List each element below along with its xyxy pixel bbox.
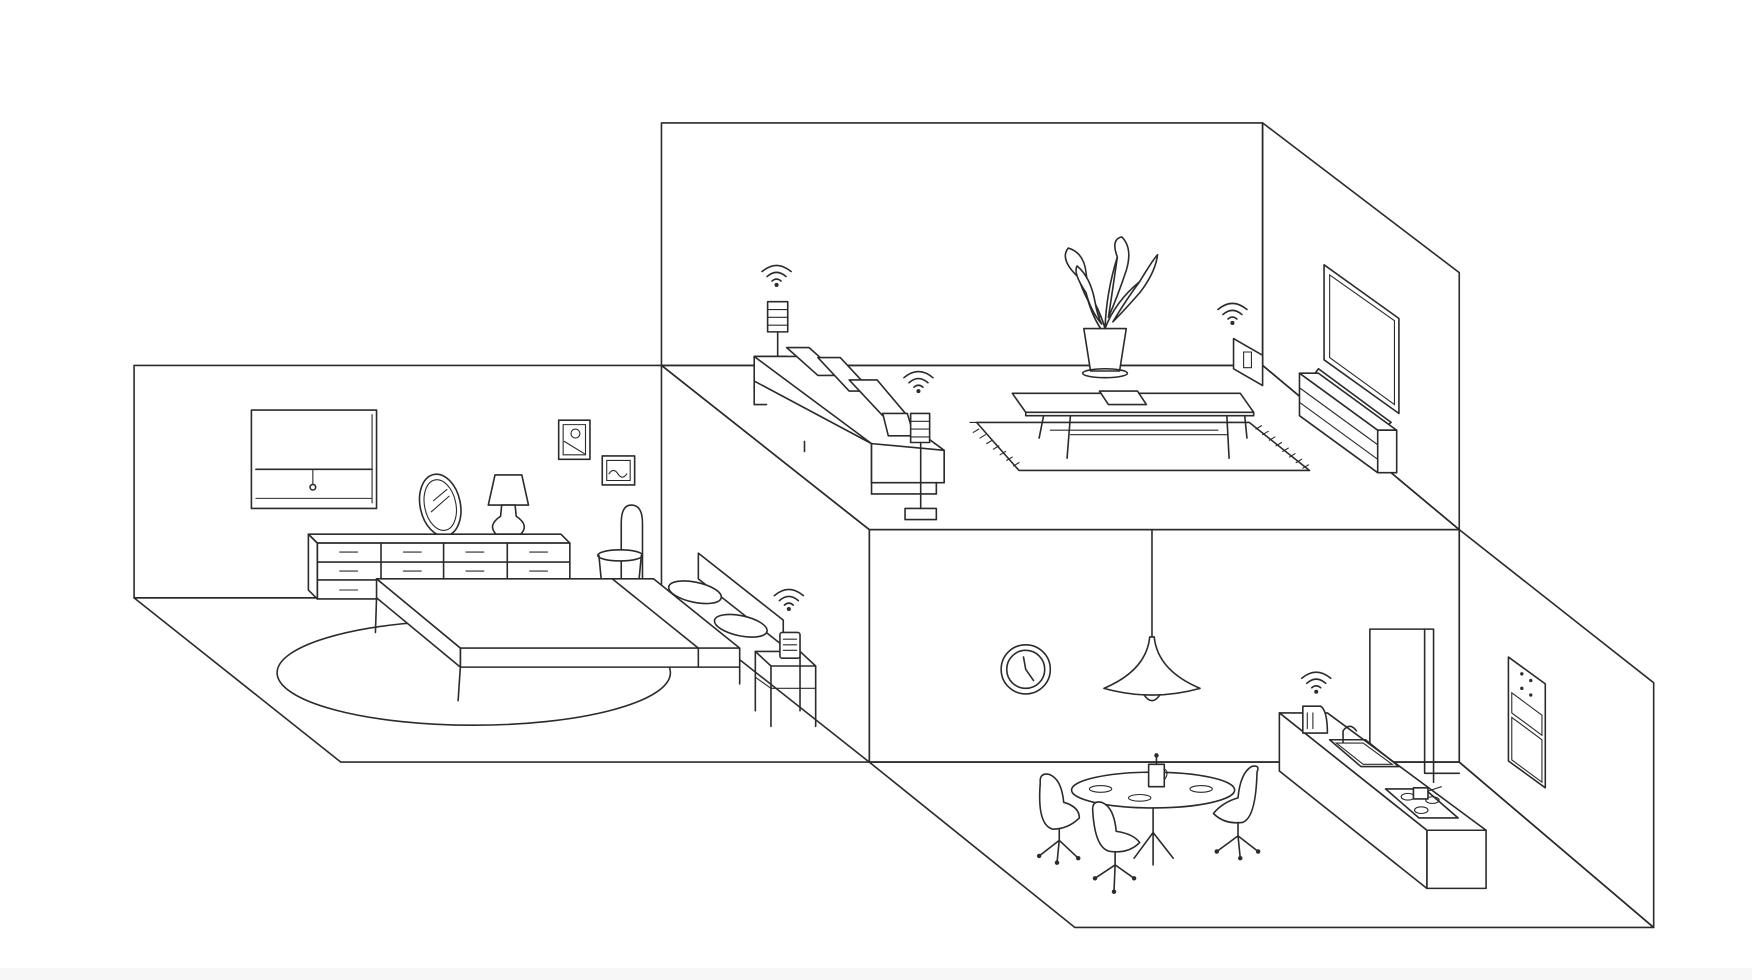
nightstand: [755, 651, 815, 726]
kitchen-right-wall: [1459, 530, 1653, 928]
living-room: [754, 237, 1399, 520]
bedroom-window: [251, 410, 376, 508]
oval-mirror: [414, 470, 466, 540]
picture-frame-icon: [559, 420, 590, 459]
kitchen-dining: [1001, 530, 1545, 894]
kitchen-back-wall: [869, 530, 1459, 762]
wifi-icon: [904, 372, 933, 394]
wifi-icon: [762, 265, 791, 287]
living-room-back-wall: [661, 123, 1262, 365]
coffee-table: [1012, 391, 1253, 458]
wall-oven: [1508, 657, 1545, 788]
speaker-icon: [1303, 706, 1328, 733]
floor-lamp-speaker: [768, 302, 788, 358]
bottom-edge: [0, 968, 1752, 980]
kitchen-counter: [1279, 713, 1486, 888]
bedroom: [251, 410, 815, 726]
living-room-rug: [970, 422, 1310, 470]
clock-icon: [1001, 645, 1050, 694]
picture-frame-landscape-icon: [602, 456, 634, 485]
pendant-lamp-icon: [1104, 530, 1200, 701]
kitchen-floor: [869, 762, 1653, 927]
smart-hub-icon: [1234, 339, 1263, 386]
wifi-icon: [1218, 303, 1247, 325]
dining-chair: [1093, 802, 1140, 894]
wifi-icon: [1302, 672, 1331, 694]
plant-icon: [1065, 237, 1157, 378]
bedroom-chair: [598, 505, 643, 579]
wifi-icon: [774, 589, 803, 611]
speaker-icon: [780, 632, 800, 658]
table-lamp-icon: [488, 475, 528, 534]
